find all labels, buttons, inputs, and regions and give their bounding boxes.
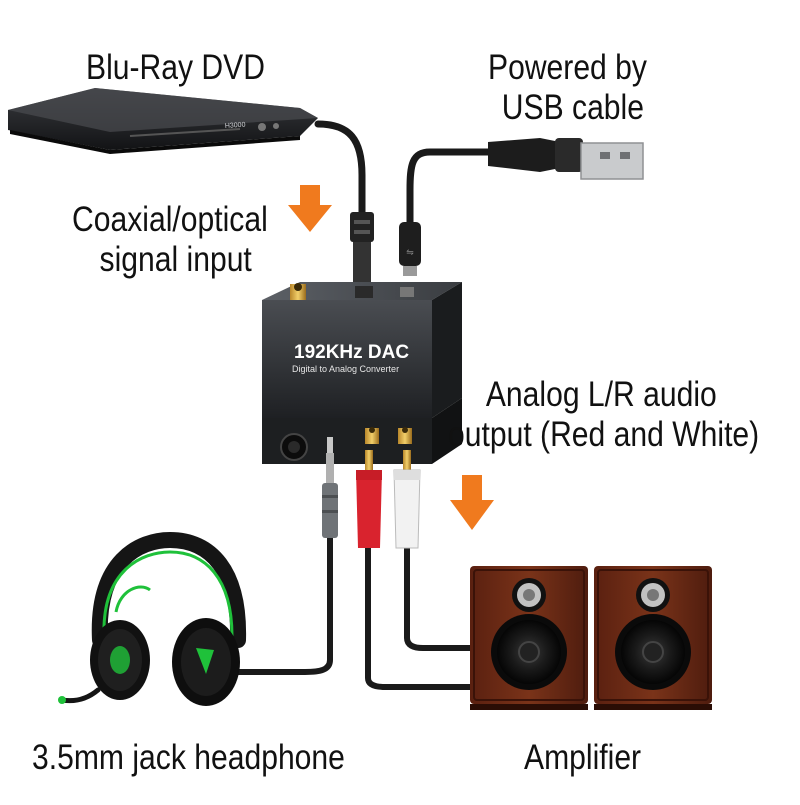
headphone-label: 3.5mm jack headphone xyxy=(32,738,345,777)
source-label: Blu-Ray DVD xyxy=(86,48,265,87)
rca-white-plug xyxy=(393,450,421,549)
speaker-left xyxy=(470,566,588,710)
output-label: Analog L/R audio output (Red and White) xyxy=(448,375,759,455)
input-label: Coaxial/optical signal input xyxy=(72,200,268,280)
rca-red-cable xyxy=(365,537,473,690)
headphones xyxy=(58,531,247,706)
input-label-line-1: Coaxial/optical xyxy=(72,200,268,239)
bluray-player: H3000 xyxy=(8,88,318,154)
speaker-right xyxy=(594,566,712,710)
svg-text:⇋: ⇋ xyxy=(406,247,414,257)
player-model-label: H3000 xyxy=(225,122,246,130)
output-label-line-2: output (Red and White) xyxy=(448,415,760,454)
input-arrow xyxy=(288,185,332,232)
power-label-line-2: USB cable xyxy=(501,88,644,127)
rca-white-cable xyxy=(404,537,473,651)
optical-cable xyxy=(314,120,366,219)
power-label-line-1: Powered by xyxy=(488,48,647,87)
headphone-cable xyxy=(187,532,333,675)
cables xyxy=(187,120,492,690)
micro-usb-plug: ⇋ xyxy=(399,222,421,276)
3.5mm-jack-plug xyxy=(322,437,338,538)
usb-cable xyxy=(406,148,492,229)
dac-title: 192KHz DAC xyxy=(294,342,409,363)
usb-a-plug xyxy=(488,138,644,180)
input-label-line-2: signal input xyxy=(99,240,252,279)
output-label-line-1: Analog L/R audio xyxy=(485,375,717,414)
dac-subtitle: Digital to Analog Converter xyxy=(292,364,399,374)
output-arrow xyxy=(450,475,494,530)
amplifier-label: Amplifier xyxy=(524,738,642,777)
dac-box: 192KHz DAC Digital to Analog Converter xyxy=(262,282,462,464)
optical-plug xyxy=(350,212,374,292)
power-label: Powered by USB cable xyxy=(488,48,647,128)
rca-red-plug xyxy=(356,450,382,548)
